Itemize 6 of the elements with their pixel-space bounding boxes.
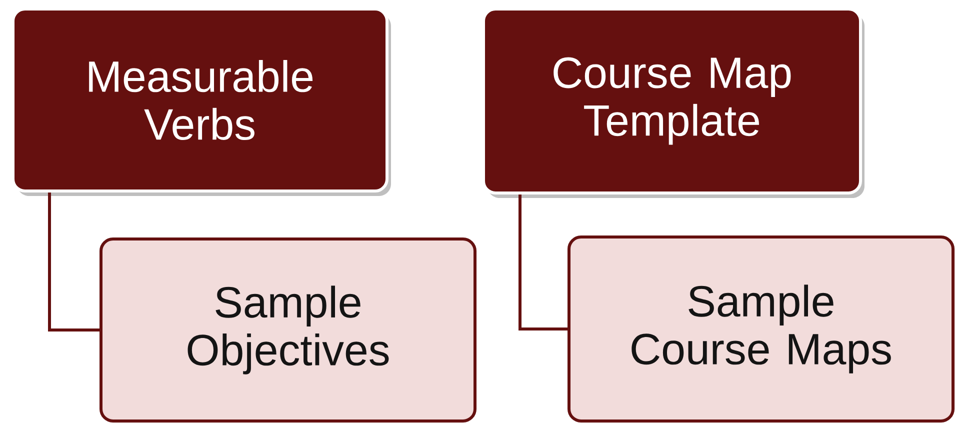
item-box: Sample Course Maps: [568, 236, 954, 422]
connector: [48, 192, 100, 332]
connector: [518, 194, 568, 330]
heading-box: Course Map Template: [482, 8, 864, 198]
heading-box: Measurable Verbs: [12, 8, 391, 196]
item-box: Sample Objectives: [100, 238, 476, 422]
